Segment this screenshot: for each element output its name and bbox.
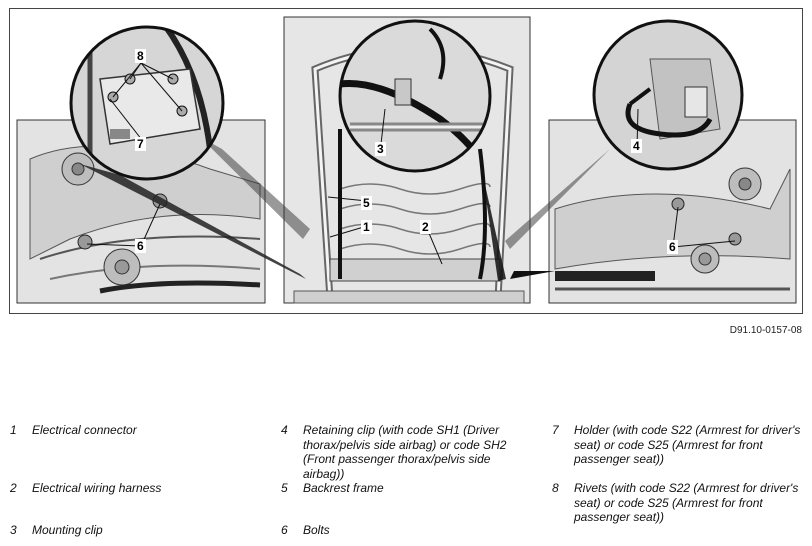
seat-frame-drawing: 8 7 6 3 5 1 2 4 6 <box>16 16 797 304</box>
callout-4: 4 <box>633 139 640 153</box>
figure-id-label: D91.10-0157-08 <box>729 325 802 336</box>
callout-8: 8 <box>137 49 144 63</box>
legend-number: 4 <box>281 423 288 437</box>
technical-illustration: 8 7 6 3 5 1 2 4 6 <box>9 8 803 314</box>
callout-6-left: 6 <box>137 239 144 253</box>
legend-text: Mounting clip <box>32 523 103 537</box>
callout-labels: 8 7 6 3 5 1 2 4 6 <box>135 49 678 254</box>
detail-magnifier-retaining-clip <box>592 19 744 171</box>
callout-1: 1 <box>363 220 370 234</box>
detail-magnifier-mounting-clip <box>338 19 492 173</box>
callout-5: 5 <box>363 196 370 210</box>
legend-number: 7 <box>552 423 559 437</box>
detail-magnifier-rivets <box>69 25 225 181</box>
callout-7: 7 <box>137 137 144 151</box>
legend-text: Electrical wiring harness <box>32 481 162 495</box>
legend-text: Retaining clip (with code SH1 (Driver th… <box>303 423 507 481</box>
callout-3: 3 <box>377 142 384 156</box>
legend-text: Holder (with code S22 (Armrest for drive… <box>574 423 801 466</box>
legend-number: 3 <box>10 523 17 537</box>
legend-text: Rivets (with code S22 (Armrest for drive… <box>574 481 799 524</box>
legend-number: 8 <box>552 481 559 495</box>
legend-text: Backrest frame <box>303 481 384 495</box>
callout-2: 2 <box>422 220 429 234</box>
legend-number: 5 <box>281 481 288 495</box>
legend-number: 1 <box>10 423 17 437</box>
legend-number: 6 <box>281 523 288 537</box>
legend-text: Bolts <box>303 523 330 537</box>
legend-number: 2 <box>10 481 17 495</box>
callout-6-right: 6 <box>669 240 676 254</box>
legend-text: Electrical connector <box>32 423 137 437</box>
